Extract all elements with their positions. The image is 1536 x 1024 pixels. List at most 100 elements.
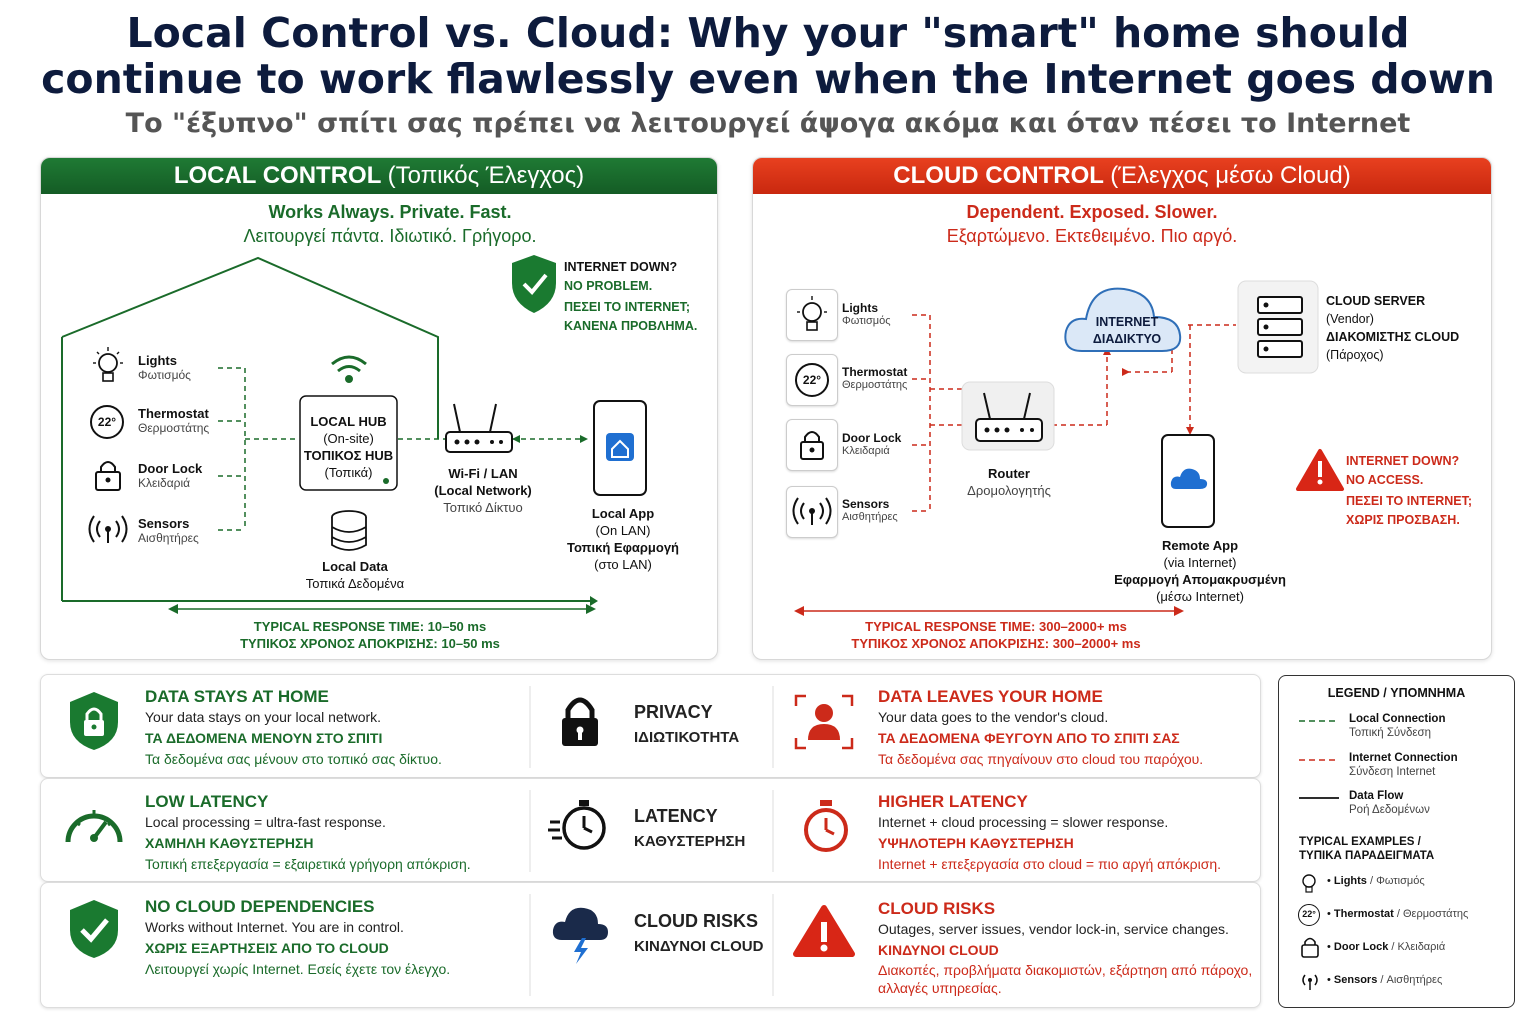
subtitle: Το "έξυπνο" σπίτι σας πρέπει να λειτουργ… [125,108,1411,139]
app-gr: Εφαρμογή Απομακρυσμένη [1114,572,1286,587]
example-gr: / Φωτισμός [1369,875,1425,887]
legend-item-gr: Ροή Δεδομένων [1349,804,1430,816]
router-gr: Τοπικό Δίκτυο [443,500,523,515]
device-name-gr: Θερμοστάτης [842,379,908,391]
lock-icon [95,461,121,491]
speedometer-icon [65,810,123,843]
legend-item-name: Local Connection [1349,713,1446,725]
local-hub-label: LOCAL HUB (On-site) ΤΟΠΙΚΟΣ HUB (Τοπικά) [300,413,397,481]
row-text: Your data stays on your local network. [145,709,382,725]
response-en: TYPICAL RESPONSE TIME: 300–2000+ ms [865,619,1127,634]
sensor-icon-box [786,486,838,538]
device-name-gr: Θερμοστάτης [138,421,210,435]
hub-line: ΤΟΠΙΚΟΣ HUB [303,448,394,463]
remote-app-label: Remote App (via Internet) Εφαρμογή Απομα… [1110,537,1290,605]
row-heading: HIGHER LATENCY [878,792,1028,811]
bulb-icon-box [786,289,838,341]
legend-item-name: Data Flow [1349,790,1404,802]
row-heading: CLOUD RISKS [878,899,996,918]
cloud-response-time: TYPICAL RESPONSE TIME: 300–2000+ ms ΤΥΠΙ… [796,618,1196,652]
row-heading: DATA STAYS AT HOME [145,687,329,706]
mid-en: PRIVACY [634,702,713,722]
response-en: TYPICAL RESPONSE TIME: 10–50 ms [253,619,487,634]
latency-cloud-text: HIGHER LATENCY Internet + cloud processi… [878,791,1221,875]
row-heading: NO CLOUD DEPENDENCIES [145,897,375,916]
example-name: Lights [1333,875,1367,887]
status-a-gr: ΧΩΡΙΣ ΠΡΟΣΒΑΣΗ. [1346,512,1460,527]
local-tagline-gr: Λειτουργεί πάντα. Ιδιωτικό. Γρήγορο. [243,226,537,246]
local-header-sub: (Τοπικός Έλεγχος) [387,162,585,189]
comparison-row-privacy [40,674,1261,778]
internet-cloud-icon [1064,287,1182,352]
legend-example-sensors: • Sensors / Αισθητήρες [1327,974,1443,986]
local-data-label: Local Data Τοπικά Δεδομένα [280,558,430,592]
internet-line: INTERNET [1095,315,1159,329]
stopwatch-icon [548,800,606,850]
data-name: Local Data [322,559,388,574]
row-heading-gr: ΤΑ ΔΕΔΟΜΕΝΑ ΜΕΝΟΥΝ ΣΤΟ ΣΠΙΤΙ [145,730,383,746]
local-hub-box [299,395,398,491]
device-name: Lights [842,301,878,315]
cloud-status: INTERNET DOWN? NO ACCESS. ΠΕΣΕΙ ΤΟ INTER… [1346,452,1472,529]
app-name: Remote App [1161,538,1239,553]
legend-item-gr: Τοπική Σύνδεση [1349,727,1431,739]
legend-title: LEGEND / ΥΠΟΜΝΗΜΑ [1327,686,1466,700]
server-line: ΔΙΑΚΟΜΙΣΤΗΣ CLOUD [1326,330,1460,344]
bulb-icon [93,347,123,382]
cloud-device-sensors: Sensors Αισθητήρες [842,497,898,523]
local-response-time: TYPICAL RESPONSE TIME: 10–50 ms ΤΥΠΙΚΟΣ … [170,618,570,652]
example-name: Door Lock [1333,941,1389,953]
row-heading-gr: ΚΙΝΔΥΝΟΙ CLOUD [878,942,999,958]
row-dividers [529,686,774,996]
shield-check-icon [512,255,556,313]
sensor-icon [792,497,832,525]
phone-icon [593,400,647,496]
device-name-gr: Αισθητήρες [842,511,898,523]
response-gr: ΤΥΠΙΚΟΣ ΧΡΟΝΟΣ ΑΠΟΚΡΙΣΗΣ: 10–50 ms [240,636,500,651]
sensor-icon [88,515,128,543]
router-icon [445,403,513,453]
response-gr: ΤΥΠΙΚΟΣ ΧΡΟΝΟΣ ΑΠΟΚΡΙΣΗΣ: 300–2000+ ms [851,636,1141,651]
row-heading: DATA LEAVES YOUR HOME [878,687,1103,706]
privacy-local-text: DATA STAYS AT HOME Your data stays on yo… [145,686,442,770]
title-line-1: Local Control vs. Cloud: Why your "smart… [126,9,1410,57]
cloud-tagline-gr: Εξαρτώμενο. Εκτεθειμένο. Πιο αργό. [946,226,1238,246]
local-device-lights: Lights Φωτισμός [138,353,191,382]
cloud-header-title: CLOUD CONTROL [893,162,1104,189]
risks-cloud-text: CLOUD RISKS Outages, server issues, vend… [878,898,1253,997]
row-text: Works without Internet. You are in contr… [145,919,404,935]
device-name: Thermostat [138,406,209,421]
comparison-row-latency [40,778,1261,882]
example-gr: / Κλειδαριά [1391,941,1446,953]
mid-gr: ΚΑΘΥΣΤΕΡΗΣΗ [634,833,746,850]
server-line: (Πάροχος) [1326,348,1384,362]
lock-icon [1301,937,1319,958]
phone-icon [1161,434,1215,528]
status-q: INTERNET DOWN? [564,260,678,274]
device-name-gr: Κλειδαριά [842,445,890,457]
legend-item-name: Internet Connection [1349,752,1458,764]
warning-icon [1296,449,1344,491]
row-text-gr: Τα δεδομένα σας πηγαίνουν στο cloud του … [878,751,1204,767]
app-gr: Τοπική Εφαρμογή [567,540,679,555]
hub-line: (On-site) [323,431,374,446]
cloud-server-label: CLOUD SERVER (Vendor) ΔΙΑΚΟΜΙΣΤΗΣ CLOUD … [1326,292,1459,364]
row-heading-gr: ΧΑΜΗΛΗ ΚΑΘΥΣΤΕΡΗΣΗ [145,835,314,851]
row-text-gr: Διακοπές, προβλήματα διακομιστών, εξάρτη… [878,962,1253,996]
cloud-control-panel: CLOUD CONTROL (Έλεγχος μέσω Cloud) [752,157,1492,660]
data-name-gr: Τοπικά Δεδομένα [305,576,405,591]
bulb-icon [797,296,827,331]
cloud-panel-header: CLOUD CONTROL (Έλεγχος μέσω Cloud) [753,158,1491,194]
device-name: Sensors [138,516,190,531]
hub-line: (Τοπικά) [324,465,373,480]
cloud-tagline-en: Dependent. Exposed. Slower. [966,202,1218,222]
row-text-gr: Τοπική επεξεργασία = εξαιρετικά γρήγορη … [145,856,471,872]
device-name: Lights [138,353,177,368]
app-gr-sub: (στο LAN) [594,557,652,572]
status-q-gr: ΠΕΣΕΙ ΤΟ INTERNET; [564,300,691,314]
cloud-diagram [794,280,1344,616]
hub-line: LOCAL HUB [310,414,387,429]
latency-label: LATENCY ΚΑΘΥΣΤΕΡΗΣΗ [634,804,745,854]
router-name: Router [988,466,1030,481]
local-status: INTERNET DOWN? NO PROBLEM. ΠΕΣΕΙ ΤΟ INTE… [564,258,697,335]
